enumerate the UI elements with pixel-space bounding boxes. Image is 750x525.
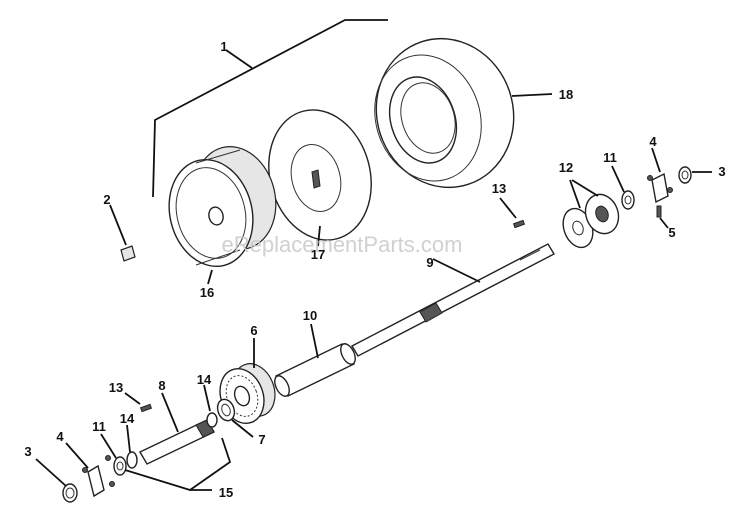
callout-3-left: 3 <box>24 444 31 459</box>
callout-17: 17 <box>311 247 325 262</box>
part-3-left-ring[interactable] <box>62 483 78 503</box>
part-8-shaft[interactable] <box>139 419 215 465</box>
leader-line-17 <box>317 225 321 247</box>
part-7-washer[interactable] <box>215 397 238 423</box>
part-3-right-ring[interactable] <box>678 166 692 184</box>
part-10-spacer-tube[interactable] <box>272 341 358 398</box>
callout-8: 8 <box>158 378 165 393</box>
part-12-right-hub-assembly[interactable] <box>558 190 624 252</box>
callout-2: 2 <box>103 192 110 207</box>
leader-line-13a <box>499 197 517 219</box>
part-9-axle[interactable] <box>351 243 555 357</box>
valve-stem-icon <box>311 169 321 189</box>
callout-6: 6 <box>250 323 257 338</box>
leader-line-11b <box>100 433 117 459</box>
callout-13-left: 13 <box>109 380 123 395</box>
callout-4-left: 4 <box>56 429 64 444</box>
callout-5: 5 <box>668 225 675 240</box>
leader-line-1 <box>225 49 253 69</box>
leader-line-18 <box>511 93 553 97</box>
part-5-bolt[interactable] <box>656 205 662 218</box>
callout-13-right: 13 <box>492 181 506 196</box>
callout-14-upper: 14 <box>197 372 212 387</box>
leader-line-16 <box>207 269 213 285</box>
leader-line-12b <box>571 179 599 197</box>
leader-line-14a <box>203 384 211 412</box>
part-11-right-bearing[interactable] <box>621 190 635 210</box>
part-16-rim[interactable] <box>158 138 286 275</box>
part-13-left-key[interactable] <box>139 403 153 413</box>
leader-line-14b <box>126 424 131 453</box>
leader-line-12a <box>569 179 581 209</box>
leader-line-2 <box>109 204 127 246</box>
leader-line-10 <box>310 323 319 359</box>
leader-line-7 <box>231 419 254 438</box>
leader-line-4b <box>65 442 89 469</box>
callout-7: 7 <box>258 432 265 447</box>
part-14-left-bushing-lower[interactable] <box>126 451 138 469</box>
callout-1: 1 <box>220 39 227 54</box>
part-11-left-bearing[interactable] <box>113 456 127 476</box>
part-1-bracket <box>152 19 388 198</box>
leader-line-3a <box>35 458 67 487</box>
callout-9: 9 <box>426 255 433 270</box>
part-2-valve-clip[interactable] <box>120 245 136 262</box>
callout-3-right: 3 <box>718 164 725 179</box>
leader-line-5 <box>659 217 669 229</box>
callout-11-right: 11 <box>603 150 617 165</box>
leader-line-8 <box>161 392 179 433</box>
part-14-left-bushing-upper[interactable] <box>206 412 218 428</box>
part-17-inner-tube[interactable] <box>255 98 386 251</box>
leader-line-4a <box>651 147 661 173</box>
callout-14-lower: 14 <box>120 411 135 426</box>
callout-11-left: 11 <box>92 419 106 434</box>
part-13-right-key[interactable] <box>512 219 526 229</box>
part-15-bracket <box>124 437 232 491</box>
callout-12: 12 <box>559 160 573 175</box>
callout-18: 18 <box>559 87 573 102</box>
part-18-tire[interactable] <box>357 21 533 206</box>
watermark-text: eReplacementParts.com <box>222 232 463 257</box>
part-4-left-bracket[interactable] <box>82 455 115 498</box>
callout-10: 10 <box>303 308 317 323</box>
callout-4-right: 4 <box>649 134 657 149</box>
callout-15: 15 <box>219 485 233 500</box>
leader-line-13b <box>124 392 141 405</box>
leader-line-11a <box>611 165 625 193</box>
callout-16: 16 <box>200 285 214 300</box>
part-4-right-bracket[interactable] <box>647 172 673 204</box>
leader-line-9 <box>432 258 481 283</box>
